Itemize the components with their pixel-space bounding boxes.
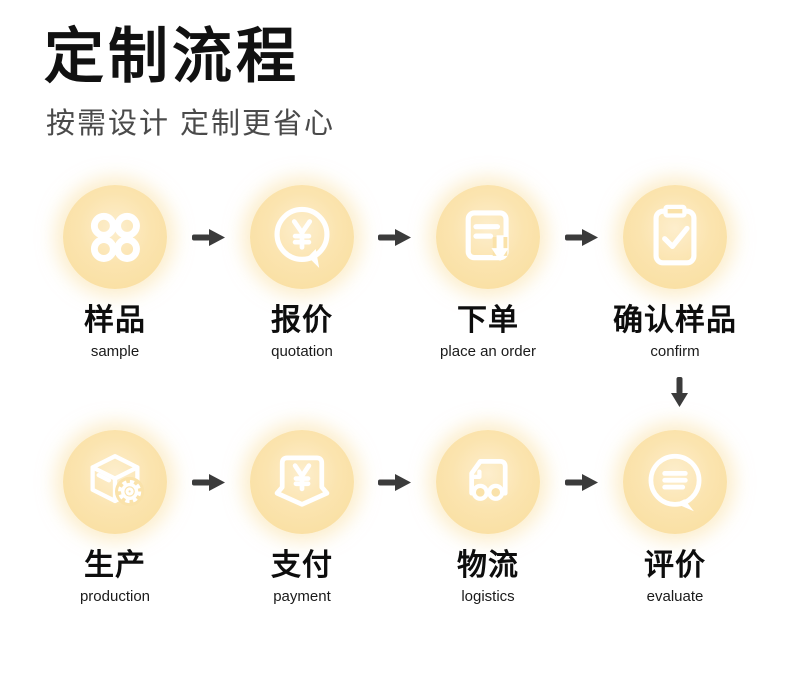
step-label-cn: 样品 — [84, 304, 146, 337]
truck-icon — [445, 439, 531, 525]
arrow-right-icon — [378, 229, 411, 246]
quote-bubble-yen-icon — [259, 194, 345, 280]
step-circle — [250, 185, 354, 289]
page-subtitle: 按需设计 定制更省心 — [46, 108, 336, 140]
step-label-cn: 支付 — [271, 549, 333, 582]
order-document-icon — [445, 194, 531, 280]
step-label-cn: 确认样品 — [613, 304, 737, 337]
step-label-en: production — [79, 588, 151, 605]
step-circle — [436, 430, 540, 534]
step-label-en: evaluate — [646, 588, 704, 605]
chat-lines-icon — [632, 439, 718, 525]
step-circle — [436, 185, 540, 289]
step-label-cn: 评价 — [644, 549, 706, 582]
step-circle — [623, 430, 727, 534]
step-label-en: logistics — [461, 588, 515, 605]
arrow-right-icon — [192, 229, 225, 246]
step-circle — [63, 185, 167, 289]
step-label-en: sample — [90, 343, 140, 360]
step-sample: 样品 sample — [40, 185, 190, 361]
arrow-right-icon — [565, 229, 598, 246]
step-label-cn: 下单 — [457, 304, 519, 337]
step-logistics: 物流 logistics — [413, 430, 563, 606]
box-gear-icon — [72, 439, 158, 525]
step-label-en: payment — [273, 588, 331, 605]
step-label-en: quotation — [271, 343, 333, 360]
step-label-cn: 报价 — [271, 304, 333, 337]
clipboard-check-icon — [632, 194, 718, 280]
sample-grid-icon — [72, 194, 158, 280]
step-production: 生产 production — [40, 430, 190, 606]
step-circle — [623, 185, 727, 289]
step-label-en: place an order — [440, 343, 536, 360]
step-confirm: 确认样品 confirm — [600, 185, 750, 361]
step-circle — [63, 430, 167, 534]
arrow-down-icon — [671, 377, 688, 407]
arrow-right-icon — [378, 474, 411, 491]
step-payment: 支付 payment — [227, 430, 377, 606]
step-label-cn: 生产 — [84, 549, 146, 582]
step-evaluate: 评价 evaluate — [600, 430, 750, 606]
arrow-right-icon — [565, 474, 598, 491]
step-label-en: confirm — [650, 343, 700, 360]
page-title: 定制流程 — [44, 23, 300, 90]
arrow-right-icon — [192, 474, 225, 491]
step-label-cn: 物流 — [457, 549, 519, 582]
payment-yen-icon — [259, 439, 345, 525]
step-quotation: 报价 quotation — [227, 185, 377, 361]
step-circle — [250, 430, 354, 534]
step-place-order: 下单 place an order — [413, 185, 563, 361]
